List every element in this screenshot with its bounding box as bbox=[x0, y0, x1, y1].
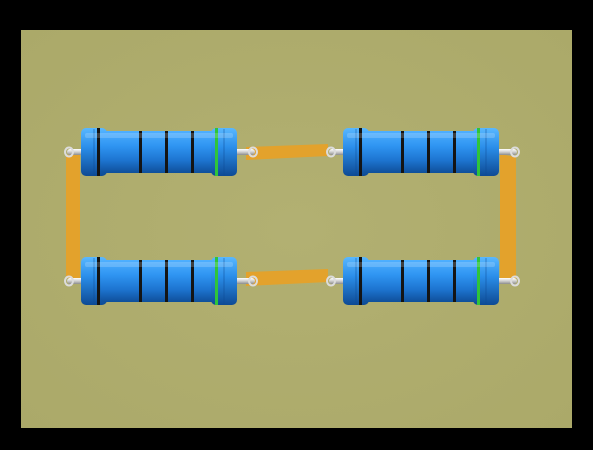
resistor-bottom-left bbox=[64, 256, 258, 306]
trace-right-vertical bbox=[500, 154, 516, 282]
trace-bottom-horizontal bbox=[246, 269, 328, 286]
resistor-bottom-right bbox=[326, 256, 520, 306]
trace-top-horizontal bbox=[246, 144, 328, 160]
traces bbox=[66, 144, 516, 286]
trace-left-vertical bbox=[66, 154, 80, 279]
resistor-top-left bbox=[64, 127, 258, 177]
circuit-board bbox=[21, 30, 572, 428]
resistor-top-right bbox=[326, 127, 520, 177]
